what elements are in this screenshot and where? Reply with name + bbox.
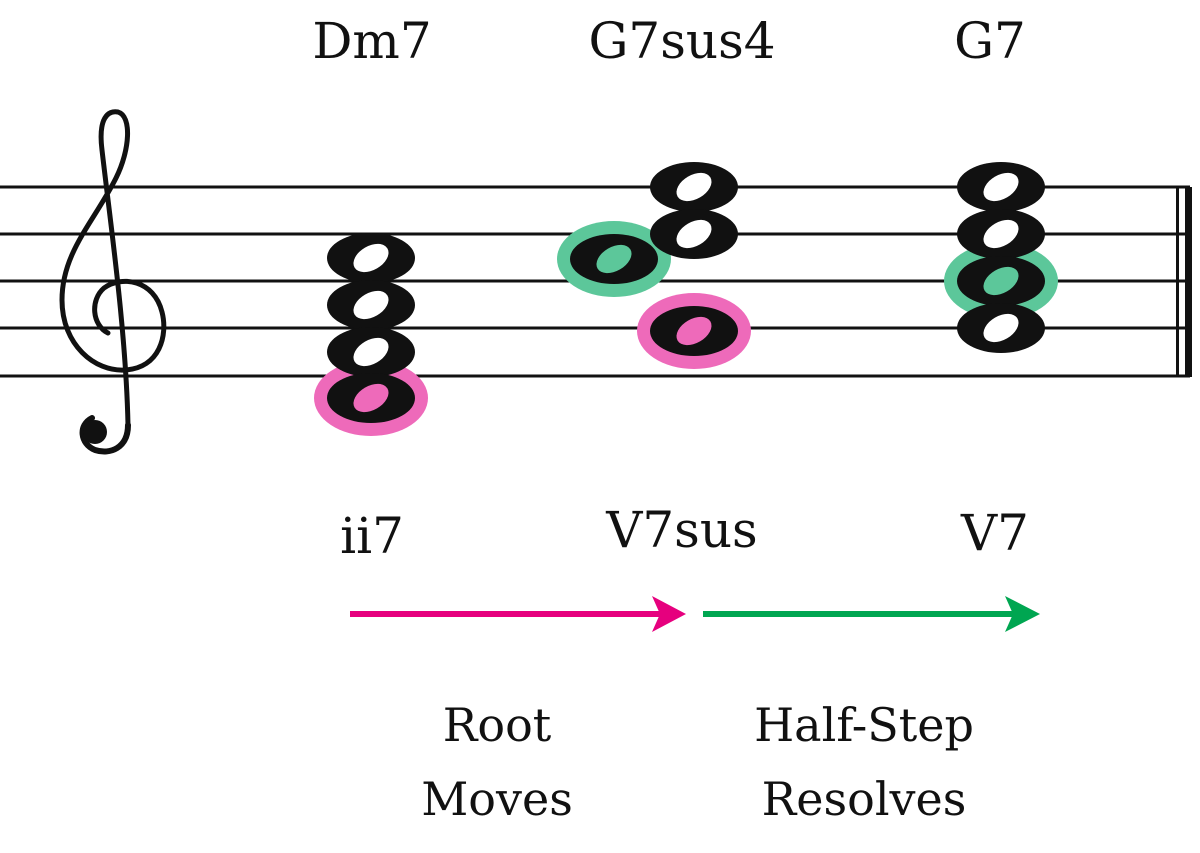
chord-g7sus4-notes [557, 162, 751, 369]
whole-note-root [650, 306, 738, 356]
clef-curl [79, 415, 131, 455]
chord-dm7-notes [314, 233, 428, 436]
treble-clef-icon [59, 109, 167, 455]
chord-name-3: G7 [954, 12, 1026, 70]
clef-dot [83, 420, 107, 444]
whole-note [650, 209, 738, 259]
caption-root-line1: Root [443, 698, 552, 752]
caption-half-step-line2: Resolves [762, 772, 967, 826]
final-barline-icon [1176, 187, 1192, 377]
caption-half-step-line1: Half-Step [754, 698, 974, 752]
whole-note-third [957, 256, 1045, 306]
root-moves-arrow-icon [350, 596, 686, 632]
roman-numeral-2: V7sus [605, 501, 757, 559]
whole-note [327, 233, 415, 283]
whole-note-root [327, 373, 415, 423]
chord-g7-notes [944, 162, 1058, 353]
whole-note-sus4 [570, 234, 658, 284]
chord-name-2: G7sus4 [588, 12, 775, 70]
whole-note [327, 280, 415, 330]
half-step-resolves-arrow-icon [703, 596, 1040, 632]
whole-note [327, 327, 415, 377]
roman-numeral-1: ii7 [340, 507, 404, 565]
roman-numeral-3: V7 [960, 504, 1029, 562]
whole-note [957, 303, 1045, 353]
whole-note [650, 162, 738, 212]
whole-note [957, 209, 1045, 259]
whole-note [957, 162, 1045, 212]
clef-stem [59, 109, 167, 428]
caption-root-line2: Moves [421, 772, 573, 826]
chord-name-1: Dm7 [312, 12, 431, 70]
barline-thin [1176, 187, 1179, 377]
barline-thick [1185, 187, 1192, 377]
